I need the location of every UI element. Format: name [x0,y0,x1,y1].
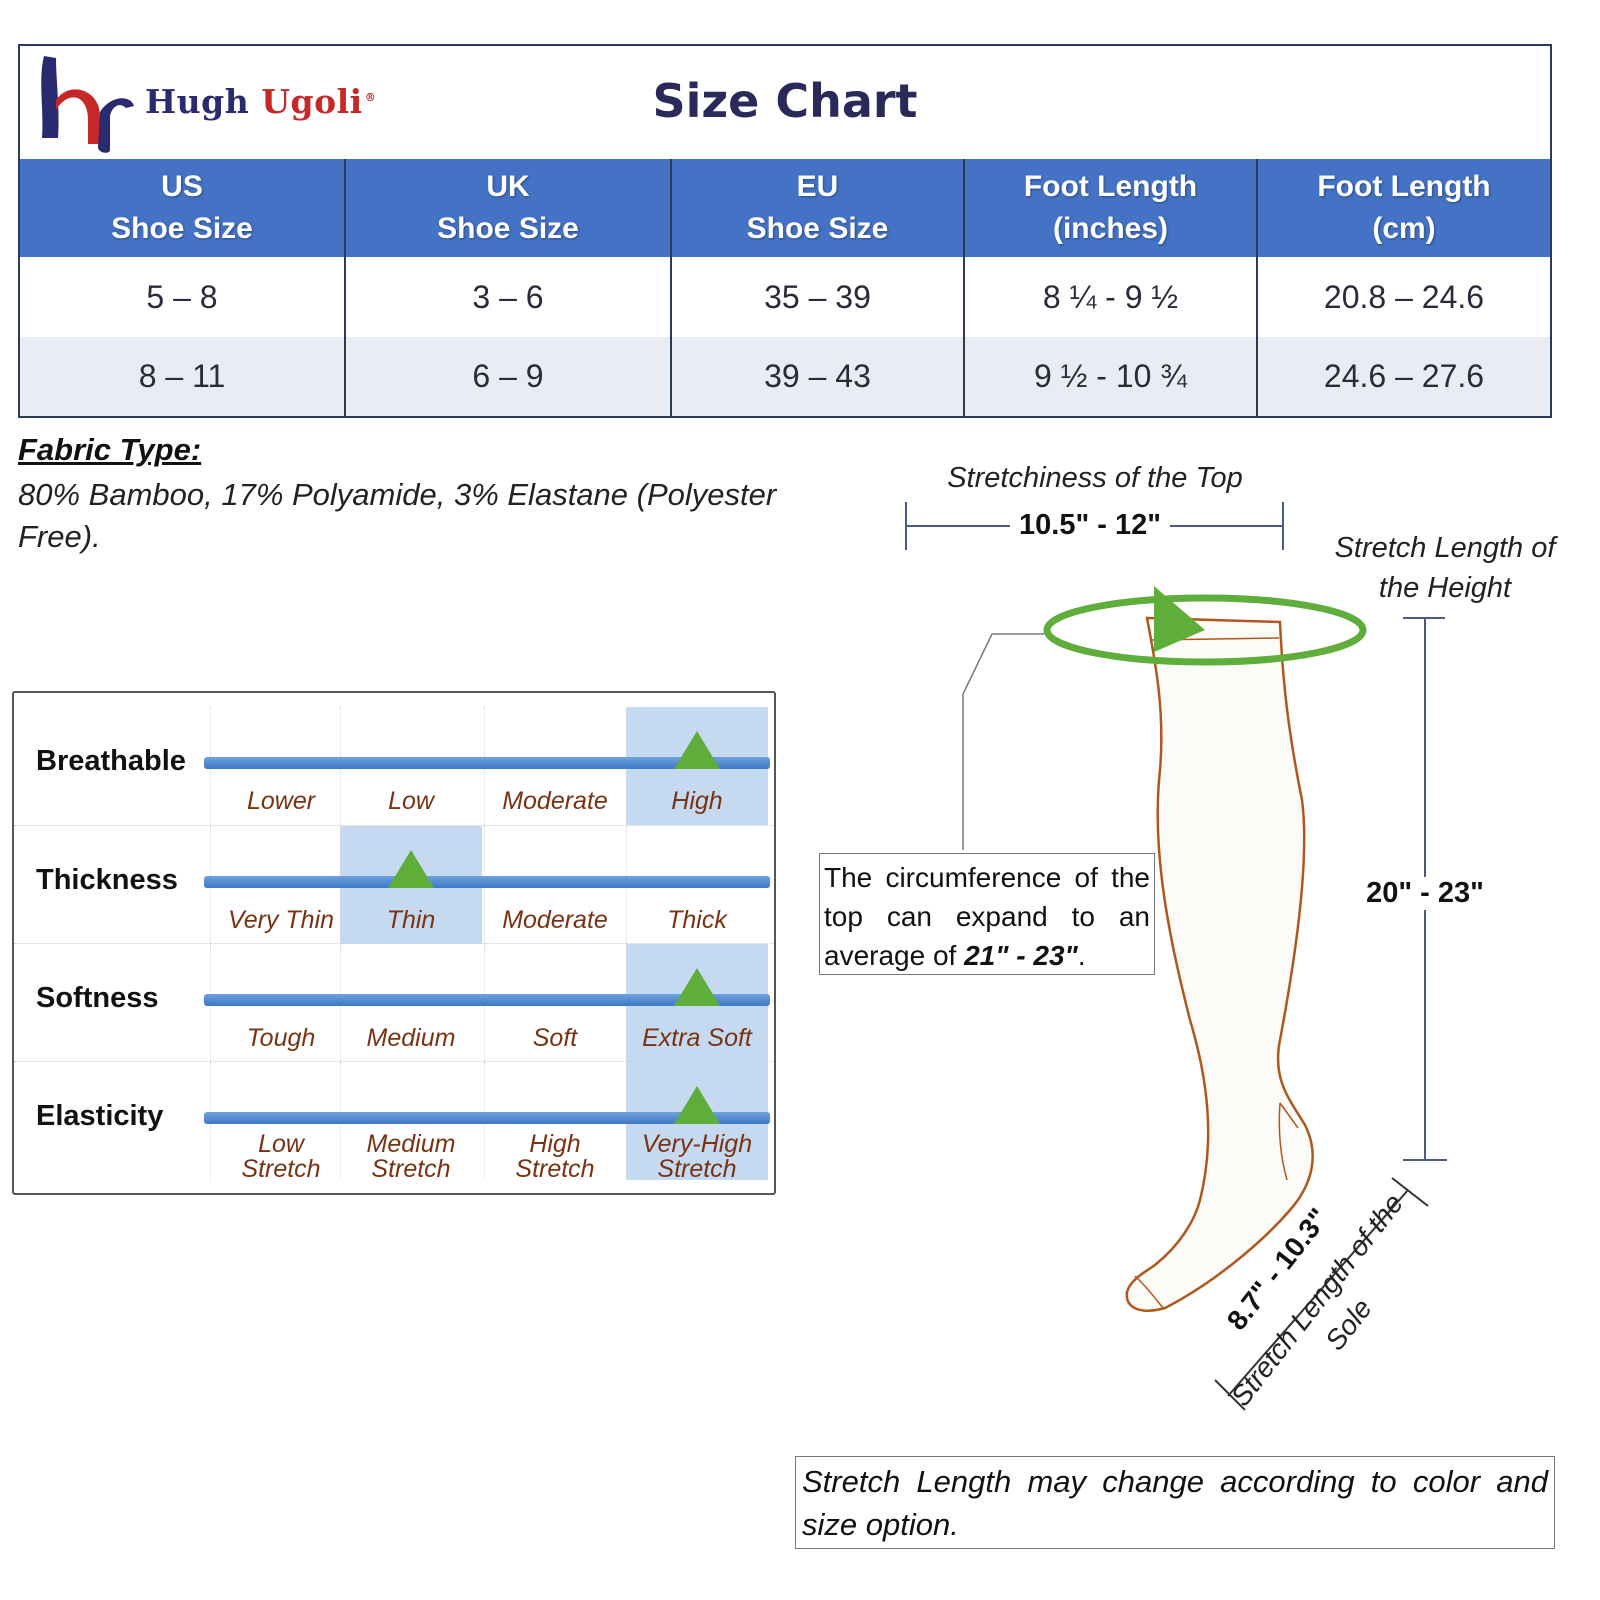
level-marker-triangle-icon [388,850,434,888]
property-option-label: High [671,787,723,815]
property-option-label: Very Thin [227,906,335,934]
property-option-label: Soft [532,1024,578,1052]
header-uk-size: UK Shoe Size [346,159,672,257]
property-option-label: Extra Soft [642,1024,752,1052]
property-scale-track [204,757,770,769]
header-foot-length-cm: Foot Length (cm) [1317,170,1491,245]
property-option-label: Low Stretch [241,1130,321,1183]
fabric-type-description: 80% Bamboo, 17% Polyamide, 3% Elastane (… [18,477,777,554]
top-stretch-range: 10.5" - 12" [1010,509,1170,542]
table-cell: 35 – 39 [672,257,965,337]
table-header-row: US Shoe Size UK Shoe Size EU Shoe Size F… [20,159,1550,259]
property-option-label: Moderate [502,906,608,934]
property-scale-track [204,876,770,888]
size-table: Hugh Ugoli® Size Chart US Shoe Size UK S… [18,44,1552,418]
table-row: 8 – 11 6 – 9 39 – 43 9 ½ - 10 ¾ 24.6 – 2… [20,337,1550,416]
property-option-label: Thin [386,906,436,934]
sole-dimension-line [1214,1177,1429,1411]
height-stretch-label: Stretch Length of the Height [1334,532,1556,604]
property-option-label: Tough [246,1024,316,1052]
level-marker-triangle-icon [674,1086,720,1124]
property-option-label: Medium [366,1024,456,1052]
property-label: Breathable [36,745,186,777]
level-marker-triangle-icon [674,731,720,769]
table-cell: 8 – 11 [20,337,346,416]
property-scale-track [204,994,770,1006]
brand-logo-icon [41,56,134,153]
table-cell: 20.8 – 24.6 [1323,278,1485,315]
property-option-label: Low [388,787,434,815]
level-marker-triangle-icon [674,968,720,1006]
table-cell: 24.6 – 27.6 [1323,358,1485,394]
property-scale-track [204,1112,770,1124]
property-label: Thickness [36,864,178,896]
fabric-type-label: Fabric Type: [18,432,202,467]
table-header-band: Hugh Ugoli® Size Chart [20,46,1550,162]
table-cell: 5 – 8 [20,257,346,337]
top-stretch-ring-icon [1043,586,1367,666]
circumference-leader-line [962,633,1044,850]
property-option-label: High Stretch [515,1130,595,1183]
circumference-note: The circumference of the top can expand … [819,853,1155,975]
property-option-label: Very-High Stretch [641,1130,753,1183]
table-cell: 6 – 9 [346,337,672,416]
top-stretch-label: Stretchiness of the Top [947,462,1243,494]
table-cell: 39 – 43 [672,337,965,416]
stretch-disclaimer-note: Stretch Length may change according to c… [795,1456,1555,1549]
header-foot-length-inches: Foot Length (inches) [965,159,1258,257]
property-label: Softness [36,982,159,1014]
table-cell: 3 – 6 [346,257,672,337]
property-option-label: Thick [667,906,727,934]
table-cell: 9 ½ - 10 ¾ [965,337,1258,416]
table-cell: 8 ¼ - 9 ½ [965,257,1258,337]
property-option-label: Lower [246,787,316,815]
property-label: Elasticity [36,1100,164,1132]
header-eu-size: EU Shoe Size [672,159,965,257]
table-row: 5 – 8 3 – 6 35 – 39 8 ¼ - 9 ½ 20.8 – 24.… [20,257,1550,339]
height-stretch-range: 20" - 23" [1350,877,1500,910]
page-title: Size Chart [652,74,918,128]
header-us-size: US Shoe Size [20,159,346,257]
sock-outline [1125,616,1314,1312]
property-option-label: Moderate [502,787,608,815]
property-option-label: Medium Stretch [366,1130,456,1183]
brand-wordmark: Hugh Ugoli® [145,82,377,121]
sock-diagram [905,502,1447,1411]
